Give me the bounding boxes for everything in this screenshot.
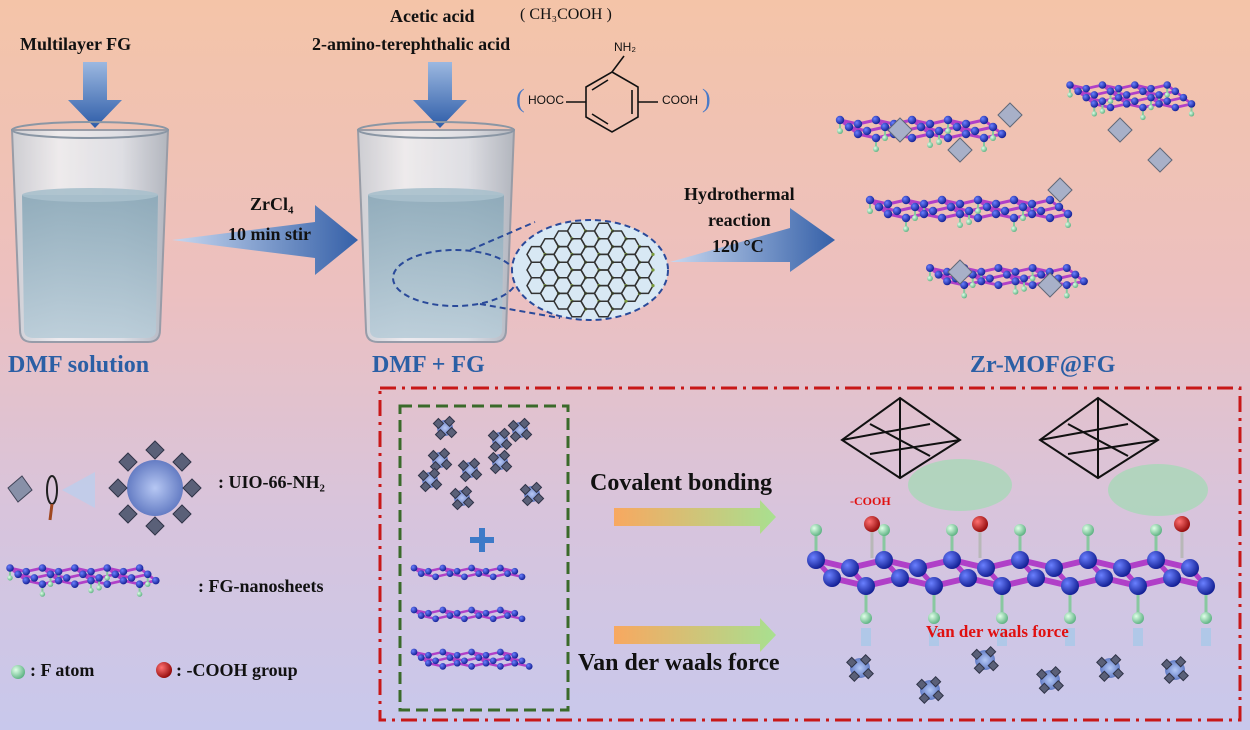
zr-cluster-0 [887,117,913,143]
mof-sheet-middle [865,195,1073,232]
zr-cluster-2 [997,102,1023,128]
beaker-dmf-fg [356,121,561,343]
legend-uio: : UIO-66-NH₂ [218,472,325,492]
arrow-covalent [614,500,776,534]
paren-right: ) [702,84,711,113]
vdw-cluster-0 [846,654,874,682]
legend-cooh-icon [156,662,172,678]
stack-sheet-1 [410,564,526,581]
frame-cluster-7 [449,485,475,511]
frame-cluster-4 [457,457,483,483]
zr-cluster-1 [947,137,973,163]
frame-cluster-1 [487,427,513,453]
octahedron-1 [840,396,962,480]
label-product: Zr-MOF@FG [970,352,1116,378]
cooh-atom-0 [864,516,880,532]
vdw-cluster-3 [1036,666,1064,694]
down-arrow-2 [413,62,467,128]
vdw-cluster-1 [916,676,944,704]
mof-sheet-right [1066,81,1196,121]
legend-cooh: : -COOH group [176,660,298,680]
label-amino-acid: 2-amino-terephthalic acid [312,34,511,54]
linker-bubble-2 [1108,464,1208,516]
zr-cluster-6 [947,259,973,285]
mechanism-fg-sheet [807,524,1215,646]
label-acetic-formula: ( CH₃COOH ) [520,6,612,23]
cooh-atom-1 [972,516,988,532]
label-reaction: reaction [708,210,771,230]
down-arrow-1 [68,62,122,128]
linker-bubble-1 [908,459,1012,511]
label-stir: 10 min stir [228,224,311,244]
label-hooc: HOOC [528,93,564,107]
vdw-cluster-4 [1096,654,1124,682]
arrow-zrcl4 [172,205,358,275]
label-vdw: Van der waals force [578,650,780,676]
zr-cluster-5 [1047,177,1073,203]
label-nh2: NH₂ [614,40,636,54]
label-cooh-small: -COOH [850,494,891,508]
paren-left: ( [516,84,525,113]
zr-cluster-4 [1147,147,1173,173]
label-temp: 120 °C [712,236,764,256]
beaker-dmf [10,121,170,343]
graphene-zoom [511,219,669,321]
cooh-atom-2 [1174,516,1190,532]
frame-cluster-8 [417,467,443,493]
legend-uio-icon [7,440,202,536]
label-acetic-acid: Acetic acid [390,6,475,26]
components-frame [398,404,570,712]
stack-sheet-3 [410,648,533,670]
zr-cluster-7 [1037,272,1063,298]
octahedron-2 [1038,396,1160,480]
arrow-vdw [614,618,776,652]
label-hydrothermal: Hydrothermal [684,184,795,204]
frame-cluster-0 [432,415,458,441]
mechanism-frame [378,386,1242,722]
frame-cluster-6 [519,481,545,507]
label-multilayer-fg: Multilayer FG [20,34,132,54]
label-zrcl4: ZrCl₄ [250,194,294,214]
legend-f-atom-icon [11,665,25,679]
legend-fg-sheet [6,564,160,597]
label-covalent-bonding: Covalent bonding [590,470,773,496]
label-cooh: COOH [662,93,698,107]
frame-cluster-3 [427,447,453,473]
amino-terephthalic-structure [566,55,658,133]
label-dmf-fg: DMF + FG [372,352,485,378]
arrow-hydrothermal [670,208,835,272]
vdw-cluster-5 [1161,656,1189,684]
vdw-cluster-2 [971,646,999,674]
stack-sheet-2 [410,606,526,623]
frame-cluster-5 [487,449,513,475]
mof-sheet-top [835,115,1007,152]
legend-fg-sheets: : FG-nanosheets [198,576,324,596]
plus-icon [470,528,494,552]
label-dmf-solution: DMF solution [8,352,150,378]
frame-cluster-2 [507,417,533,443]
legend-f-atom: : F atom [30,660,95,680]
label-vdw-red: Van der waals force [926,622,1069,641]
zr-cluster-3 [1107,117,1133,143]
